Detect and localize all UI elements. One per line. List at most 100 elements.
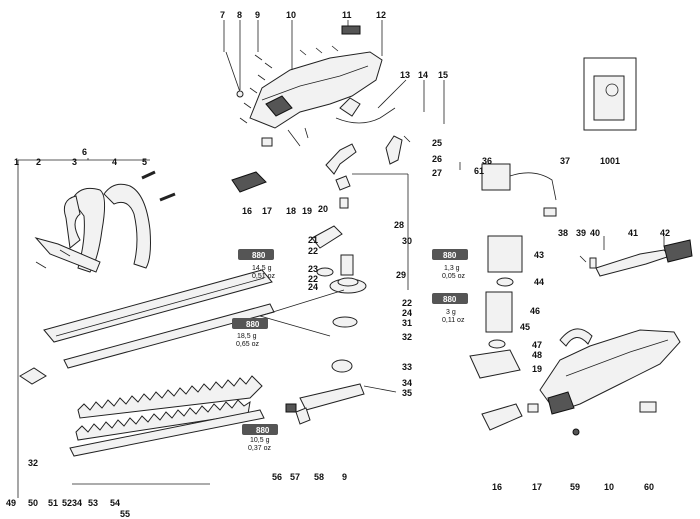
- grease-badge-b: 880 1,3 g 0,05 oz: [432, 249, 468, 280]
- screw-39: [579, 255, 587, 263]
- screw-59: [572, 428, 580, 436]
- svg-text:52: 52: [62, 498, 72, 508]
- svg-text:17: 17: [532, 482, 542, 492]
- housing-half-upper: [249, 51, 383, 129]
- svg-text:9: 9: [342, 472, 347, 482]
- part-37: [543, 207, 557, 217]
- eccentric-31: [332, 316, 358, 328]
- svg-text:6: 6: [82, 147, 87, 157]
- svg-text:14,5 g: 14,5 g: [252, 265, 272, 272]
- svg-text:42: 42: [660, 228, 670, 238]
- svg-text:19: 19: [302, 206, 312, 216]
- screw-1b: [59, 249, 71, 257]
- svg-text:9: 9: [255, 10, 260, 20]
- spring-25: [403, 135, 411, 143]
- svg-text:17: 17: [262, 206, 272, 216]
- svg-text:15: 15: [438, 70, 448, 80]
- gear-29-hub: [337, 277, 359, 287]
- svg-text:7: 7: [220, 10, 225, 20]
- svg-text:10,5 g: 10,5 g: [250, 437, 270, 444]
- pinion-shaft: [340, 254, 354, 276]
- grease-badge-d: 880 18,5 g 0,65 oz: [232, 318, 268, 348]
- svg-text:31: 31: [402, 318, 412, 328]
- svg-text:59: 59: [570, 482, 580, 492]
- bracket-21: [311, 225, 343, 249]
- screw-1: [35, 261, 47, 269]
- svg-text:53: 53: [88, 498, 98, 508]
- svg-text:29: 29: [396, 270, 406, 280]
- svg-text:51: 51: [48, 498, 58, 508]
- inset-1001-circle: [605, 83, 619, 97]
- svg-text:35: 35: [402, 388, 412, 398]
- svg-text:33: 33: [402, 362, 412, 372]
- field-43: [487, 235, 523, 273]
- svg-text:49: 49: [6, 498, 16, 508]
- svg-text:44: 44: [534, 277, 544, 287]
- part-20-top: [335, 175, 351, 191]
- svg-text:14: 14: [418, 70, 428, 80]
- svg-text:54: 54: [110, 498, 120, 508]
- pin-5a: [141, 170, 156, 180]
- svg-text:50: 50: [28, 498, 38, 508]
- part-20: [339, 197, 349, 209]
- plate-60: [639, 401, 657, 413]
- svg-text:24: 24: [308, 282, 318, 292]
- bearing-44: [496, 277, 514, 287]
- bracket-48: [469, 349, 521, 379]
- svg-text:13: 13: [400, 70, 410, 80]
- svg-text:57: 57: [290, 472, 300, 482]
- svg-text:61: 61: [474, 166, 484, 176]
- svg-text:34: 34: [72, 498, 82, 508]
- svg-text:1,3 g: 1,3 g: [444, 265, 460, 272]
- svg-text:3: 3: [72, 157, 77, 167]
- plate-35: [299, 383, 365, 411]
- svg-text:45: 45: [520, 322, 530, 332]
- part-17: [527, 403, 539, 413]
- svg-text:11: 11: [342, 10, 352, 20]
- svg-text:39: 39: [576, 228, 586, 238]
- lever-27: [325, 143, 357, 175]
- plug-42: [663, 239, 693, 263]
- svg-text:43: 43: [534, 250, 544, 260]
- svg-text:30: 30: [402, 236, 412, 246]
- base-plate: [69, 409, 265, 457]
- motor-housing: [539, 329, 681, 415]
- inset-1001-part: [593, 75, 625, 121]
- cable-15: [335, 107, 396, 124]
- svg-text:1001: 1001: [600, 156, 620, 166]
- callout-labels: 7 8 9 10 11 12 13 14 15 6 1 2 3 4 5 25 2…: [6, 10, 670, 519]
- svg-text:22: 22: [402, 298, 412, 308]
- pin-18: [287, 129, 301, 147]
- svg-text:26: 26: [432, 154, 442, 164]
- guide-bar: [43, 269, 273, 343]
- switch-36: [481, 163, 511, 191]
- svg-text:0,51 oz: 0,51 oz: [252, 273, 275, 280]
- svg-text:24: 24: [402, 308, 412, 318]
- switch-part-11: [341, 25, 361, 35]
- svg-text:28: 28: [394, 220, 404, 230]
- svg-text:19: 19: [532, 364, 542, 374]
- svg-text:22: 22: [308, 246, 318, 256]
- front-guard-3: [63, 187, 106, 273]
- pin-5b: [159, 192, 176, 202]
- leader-lines: [17, 20, 665, 498]
- svg-text:880: 880: [252, 251, 266, 260]
- svg-text:8: 8: [237, 10, 242, 20]
- front-guard-4: [103, 183, 151, 269]
- ring-33: [331, 359, 353, 373]
- svg-text:56: 56: [272, 472, 282, 482]
- svg-text:12: 12: [376, 10, 386, 20]
- part-13: [339, 97, 361, 117]
- bearing-47: [488, 339, 506, 349]
- part-56: [285, 403, 297, 413]
- part-26: [385, 135, 403, 165]
- svg-text:10: 10: [604, 482, 614, 492]
- svg-text:55: 55: [120, 509, 130, 519]
- bearing-23: [316, 267, 334, 277]
- blade-teeth: [75, 375, 263, 441]
- svg-text:880: 880: [246, 320, 260, 329]
- grease-badge-e: 880 10,5 g 0,37 oz: [242, 424, 278, 452]
- svg-text:32: 32: [28, 458, 38, 468]
- svg-text:3 g: 3 g: [446, 309, 456, 316]
